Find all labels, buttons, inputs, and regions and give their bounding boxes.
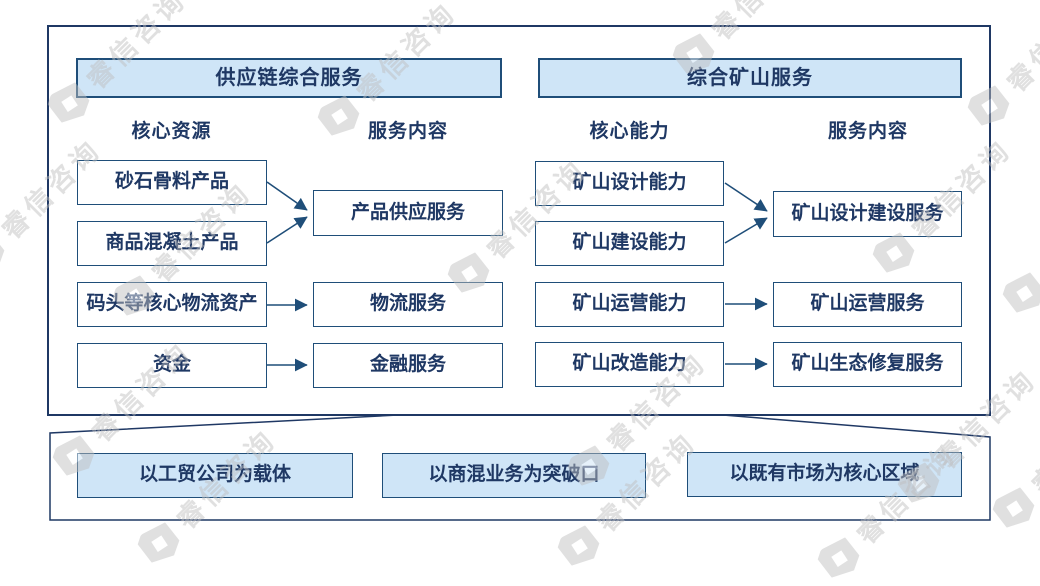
- resource-aggregate-box: 砂石骨料产品: [77, 160, 267, 205]
- resource-capital-box: 资金: [77, 343, 267, 388]
- service-logistics-box: 物流服务: [313, 282, 503, 327]
- strategy-trade-company-box: 以工贸公司为载体: [77, 453, 353, 498]
- main-frame: [47, 25, 991, 416]
- arrow-design-to-service: [724, 182, 768, 212]
- resource-concrete-box: 商品混凝土产品: [77, 221, 267, 266]
- arrow-aggregate-to-supply: [266, 181, 308, 211]
- right-section-header: 综合矿山服务: [538, 58, 962, 98]
- service-finance-box: 金融服务: [313, 343, 503, 388]
- capability-operate-box: 矿山运营能力: [535, 282, 724, 327]
- resource-logistics-box: 码头等核心物流资产: [77, 282, 267, 327]
- strategy-commercial-concrete-box: 以商混业务为突破口: [382, 453, 646, 498]
- service-operation-box: 矿山运营服务: [773, 282, 962, 327]
- arrow-concrete-to-supply: [266, 216, 308, 244]
- service-eco-restore-box: 矿山生态修复服务: [773, 342, 962, 387]
- capability-renovate-box: 矿山改造能力: [535, 342, 724, 387]
- capability-design-box: 矿山设计能力: [535, 161, 724, 206]
- left-col2-label: 服务内容: [367, 120, 448, 142]
- connector-layer: [47, 25, 991, 521]
- strategy-existing-market-box: 以既有市场为核心区域: [687, 452, 962, 497]
- service-design-build-box: 矿山设计建设服务: [773, 191, 962, 237]
- right-col2-label: 服务内容: [827, 120, 908, 142]
- left-col1-label: 核心资源: [131, 120, 212, 142]
- capability-build-box: 矿山建设能力: [535, 221, 724, 266]
- bottom-panel-outline: [49, 414, 991, 521]
- right-col1-label: 核心能力: [589, 120, 670, 142]
- arrow-build-to-service: [724, 217, 768, 244]
- service-product-supply-box: 产品供应服务: [313, 190, 503, 236]
- left-section-header: 供应链综合服务: [76, 58, 502, 98]
